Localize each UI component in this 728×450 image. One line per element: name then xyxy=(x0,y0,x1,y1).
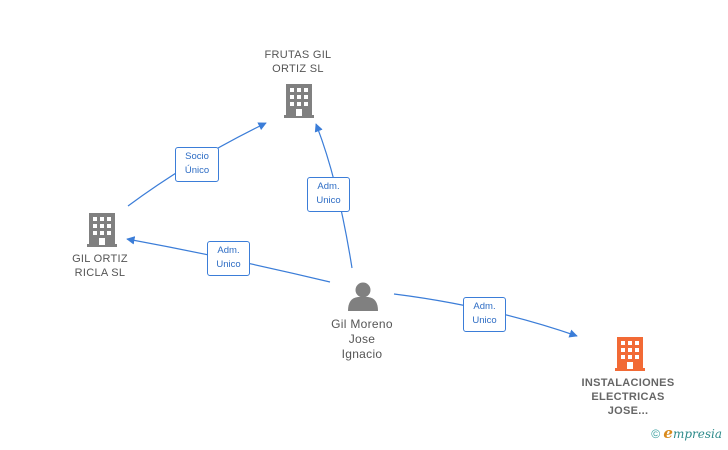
edge-label-adm-unico-frutas: Adm. Unico xyxy=(307,177,350,212)
building-icon-highlighted[interactable] xyxy=(615,337,645,371)
node-label-instalaciones[interactable]: INSTALACIONES ELECTRICAS JOSE... xyxy=(581,377,675,417)
building-icon[interactable] xyxy=(87,213,117,247)
node-label-frutas-gil-ortiz[interactable]: FRUTAS GIL ORTIZ SL xyxy=(264,49,332,75)
node-label-person[interactable]: Gil Moreno Jose Ignacio xyxy=(331,317,393,361)
empresia-watermark: © empresia xyxy=(651,424,722,442)
copyright-symbol: © xyxy=(651,427,661,441)
edge-label-socio-unico: Socio Único xyxy=(175,147,219,182)
edge-label-adm-unico-gil-ortiz: Adm. Unico xyxy=(207,241,250,276)
brand-name: empresia xyxy=(663,424,722,442)
node-label-gil-ortiz-ricla[interactable]: GIL ORTIZ RICLA SL xyxy=(72,253,128,279)
edge-label-adm-unico-instalaciones: Adm. Unico xyxy=(463,297,506,332)
person-icon[interactable] xyxy=(348,282,378,312)
building-icon[interactable] xyxy=(284,84,314,118)
